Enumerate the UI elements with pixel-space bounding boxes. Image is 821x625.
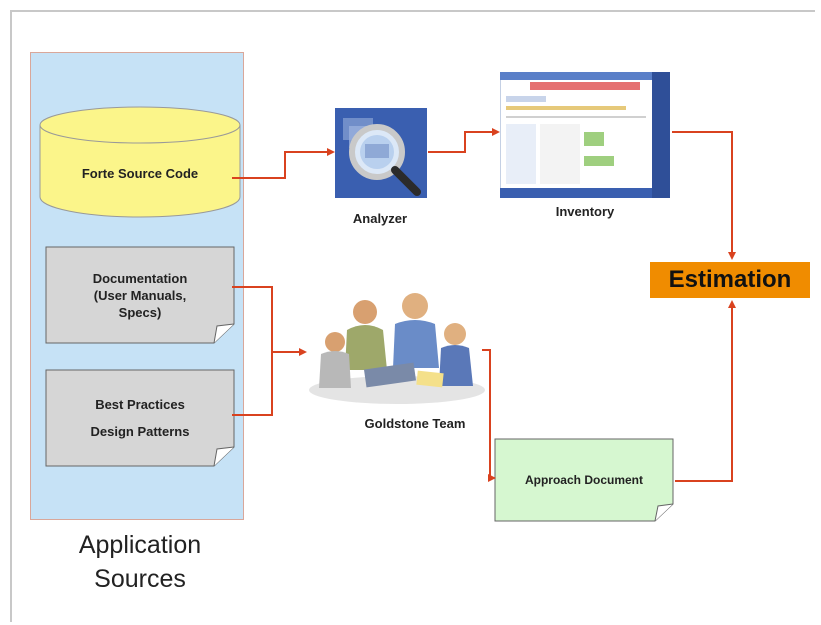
arrow-inventory-to-estimation — [672, 131, 736, 260]
slide-frame — [10, 10, 815, 622]
arrow-source-to-analyzer — [232, 148, 335, 179]
inventory-label: Inventory — [555, 204, 615, 219]
application-sources-line-1: Application — [78, 531, 202, 559]
approach-document-note: Approach Document — [494, 438, 674, 522]
analyzer-label: Analyzer — [352, 211, 408, 226]
magnifier-icon — [335, 108, 427, 198]
team-clipart-icon — [309, 293, 485, 404]
goldstone-team-label: Goldstone Team — [364, 416, 466, 431]
arrow-documentation-connector — [232, 286, 273, 416]
arrow-team-to-approach — [482, 349, 496, 482]
application-sources-caption: Application Sources — [40, 528, 240, 596]
estimation-label: Estimation — [668, 266, 792, 293]
inventory-screenshot-icon — [500, 72, 670, 198]
arrow-approach-to-estimation — [675, 300, 736, 482]
arrow-analyzer-to-inventory — [428, 128, 500, 153]
best-practices-line-1: Best Practices — [95, 397, 185, 412]
documentation-line-1: Documentation — [92, 270, 188, 286]
database-cylinder-icon — [39, 106, 241, 218]
documentation-line-3: Specs) — [118, 304, 162, 320]
application-sources-line-2: Sources — [94, 565, 186, 593]
best-practices-line-2: Design Patterns — [90, 424, 190, 439]
documentation-line-2: (User Manuals, — [93, 287, 187, 303]
approach-document-label: Approach Document — [524, 472, 643, 487]
documentation-note: Documentation (User Manuals, Specs) — [45, 246, 235, 344]
estimation-box: Estimation — [650, 262, 810, 298]
forte-source-code-label: Forte Source Code — [81, 166, 199, 181]
best-practices-note: Best Practices Design Patterns — [45, 369, 235, 467]
